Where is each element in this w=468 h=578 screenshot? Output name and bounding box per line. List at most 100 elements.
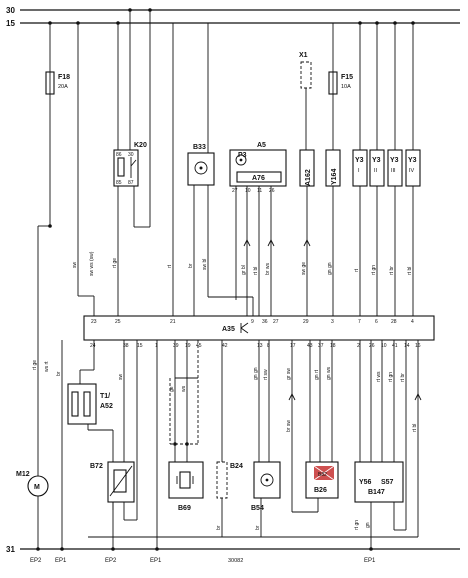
b33-label: B33 xyxy=(193,144,206,151)
svg-text:br: br xyxy=(255,525,261,530)
svg-text:6: 6 xyxy=(375,319,378,325)
svg-text:14: 14 xyxy=(404,343,410,349)
svg-text:ws: ws xyxy=(181,385,187,392)
ground-ep1-b: EP1 xyxy=(150,558,162,564)
svg-text:27: 27 xyxy=(273,319,279,325)
ground-ep2-b: EP2 xyxy=(105,558,117,564)
b24-label: B24 xyxy=(230,463,243,470)
svg-text:rt bl: rt bl xyxy=(412,424,418,432)
svg-text:sw bl: sw bl xyxy=(202,259,208,270)
svg-text:24: 24 xyxy=(90,343,96,349)
svg-text:41: 41 xyxy=(392,343,398,349)
relay-k20: 86 30 85 87 K20 xyxy=(113,10,151,316)
a5-pin-26: 26 xyxy=(269,188,275,194)
a35-label: A35 xyxy=(222,326,235,333)
svg-text:ws rt: ws rt xyxy=(44,361,50,372)
injectors-y3: Y3 Y3 Y3 Y3 I II III IV xyxy=(352,23,421,316)
a5-label: A5 xyxy=(257,142,266,149)
svg-text:gn ws: gn ws xyxy=(326,366,332,380)
svg-text:37: 37 xyxy=(318,343,324,349)
svg-text:23: 23 xyxy=(91,319,97,325)
svg-text:rt ws: rt ws xyxy=(376,371,382,382)
k20-label: K20 xyxy=(134,142,147,149)
svg-text:1: 1 xyxy=(155,343,158,349)
y3-label-1: Y3 xyxy=(355,157,364,164)
svg-text:rt ge: rt ge xyxy=(32,360,38,370)
module-y56-s57-b147: Y56 S57 B147 xyxy=(354,340,422,549)
svg-text:38: 38 xyxy=(123,343,129,349)
k20-pin-30: 30 xyxy=(128,152,134,158)
svg-text:sw: sw xyxy=(72,262,78,269)
svg-text:sw ge: sw ge xyxy=(301,262,307,275)
svg-text:rt bl: rt bl xyxy=(253,267,259,275)
connector-x1: X1 xyxy=(299,52,312,150)
svg-text:sw: sw xyxy=(118,374,124,381)
svg-text:26: 26 xyxy=(369,343,375,349)
y164-label: Y164 xyxy=(331,169,338,185)
p3-label: P3 xyxy=(238,152,247,159)
f15-rating: 10A xyxy=(341,84,351,90)
b147-label: B147 xyxy=(368,489,385,496)
svg-text:br ws: br ws xyxy=(265,263,271,275)
svg-text:10: 10 xyxy=(381,343,387,349)
s57-label: S57 xyxy=(381,479,394,486)
b54-label: B54 xyxy=(251,505,264,512)
svg-text:21: 21 xyxy=(170,319,176,325)
svg-text:9: 9 xyxy=(251,319,254,325)
module-a162: A162 xyxy=(299,149,315,316)
svg-text:13: 13 xyxy=(257,343,263,349)
svg-text:rt sw: rt sw xyxy=(263,369,269,380)
svg-text:rt ge: rt ge xyxy=(112,258,118,268)
svg-text:25: 25 xyxy=(115,319,121,325)
svg-text:sw ws (sw): sw ws (sw) xyxy=(89,251,95,276)
wire-color-labels: sw sw ws (sw) rt ge rt br sw bl gr bl rt… xyxy=(32,251,418,530)
m12-symbol: M xyxy=(34,484,40,491)
bus-rails: 30 15 31 xyxy=(6,6,460,554)
ground-ep1-c: EP1 xyxy=(364,558,376,564)
sensor-b54: B54 xyxy=(251,340,281,537)
svg-text:28: 28 xyxy=(391,319,397,325)
b26-label: B26 xyxy=(314,487,327,494)
ground-ep2-a: EP2 xyxy=(30,558,42,564)
sensor-b24: B24 xyxy=(216,340,243,537)
bus-label-30: 30 xyxy=(6,6,15,15)
svg-text:3: 3 xyxy=(331,319,334,325)
svg-text:gn gn: gn gn xyxy=(253,367,259,380)
svg-text:17: 17 xyxy=(290,343,296,349)
ignition-coil-t1-a52: T1/ A52 xyxy=(61,340,114,549)
k20-pin-85: 85 xyxy=(116,180,122,186)
fuse-f18: F18 20A xyxy=(45,23,70,228)
ground-points: EP2 EP1 EP2 EP1 EP1 30082 xyxy=(30,558,376,564)
f15-label: F15 xyxy=(341,74,353,81)
svg-text:rt gn: rt gn xyxy=(371,265,377,275)
y3-cyl-1: I xyxy=(358,168,360,174)
y3-cyl-4: IV xyxy=(409,168,415,174)
a5-pin-10: 10 xyxy=(245,188,251,194)
svg-text:rt: rt xyxy=(167,264,173,268)
feed-wires xyxy=(77,23,174,316)
svg-text:rt br: rt br xyxy=(400,373,406,382)
svg-text:19: 19 xyxy=(185,343,191,349)
y3-cyl-3: III xyxy=(391,168,396,174)
bus-label-31: 31 xyxy=(6,545,15,554)
svg-text:gn rt: gn rt xyxy=(314,369,320,380)
svg-text:39: 39 xyxy=(173,343,179,349)
y3-label-4: Y3 xyxy=(408,157,417,164)
y56-label: Y56 xyxy=(359,479,372,486)
f18-label: F18 xyxy=(58,74,70,81)
k20-pin-87: 87 xyxy=(128,180,134,186)
valve-y164: Y164 xyxy=(325,149,341,316)
y3-cyl-2: II xyxy=(374,168,378,174)
y3-label-3: Y3 xyxy=(390,157,399,164)
sensor-b72: B72 xyxy=(90,340,138,521)
module-a5: A5 P3 A76 27 10 11 26 xyxy=(229,142,287,316)
svg-text:8: 8 xyxy=(267,343,270,349)
svg-text:ge: ge xyxy=(169,386,175,392)
b69-label: B69 xyxy=(178,505,191,512)
svg-text:15: 15 xyxy=(137,343,143,349)
y3-label-2: Y3 xyxy=(372,157,381,164)
svg-text:2: 2 xyxy=(357,343,360,349)
svg-text:7: 7 xyxy=(358,319,361,325)
svg-text:36: 36 xyxy=(262,319,268,325)
